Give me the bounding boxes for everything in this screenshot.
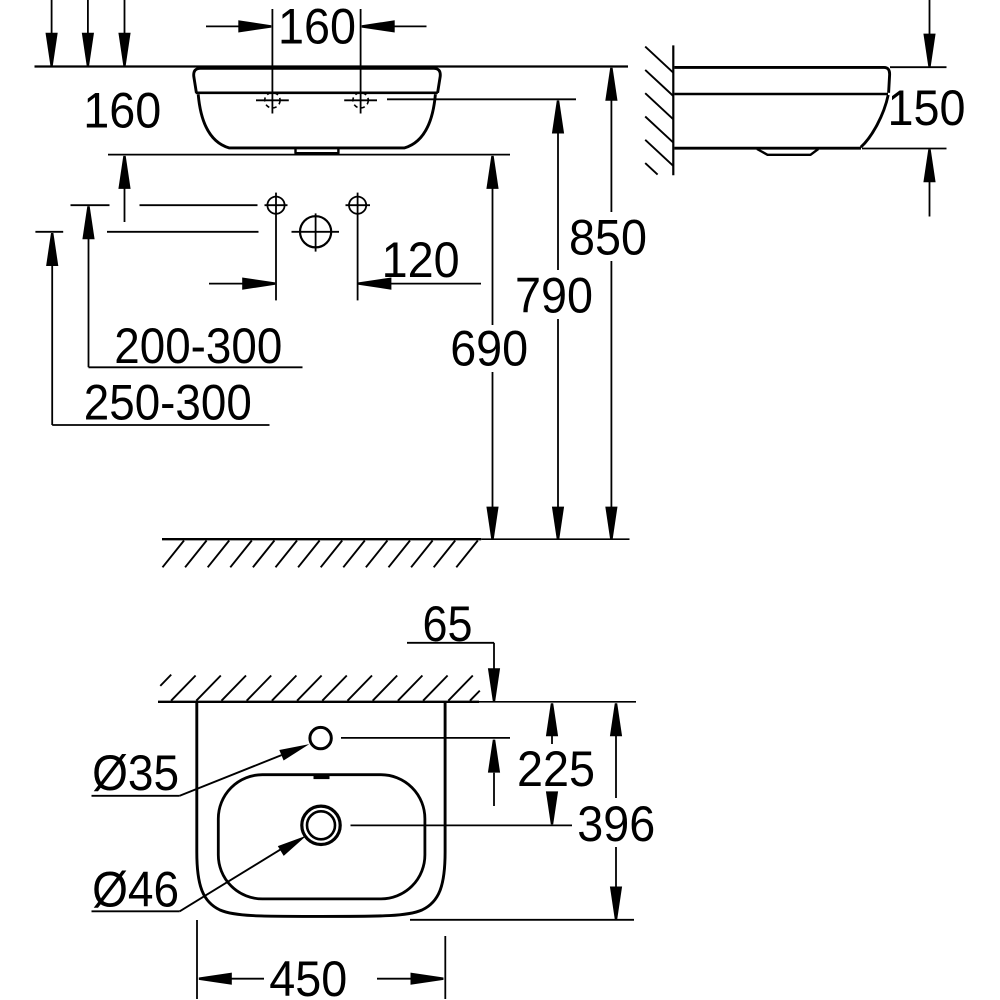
svg-text:200-300: 200-300 — [114, 318, 282, 374]
svg-text:Ø35: Ø35 — [92, 745, 179, 801]
svg-text:160: 160 — [278, 0, 356, 55]
svg-text:790: 790 — [515, 268, 593, 324]
svg-text:160: 160 — [83, 83, 161, 139]
svg-text:250-300: 250-300 — [84, 375, 252, 431]
svg-text:690: 690 — [450, 321, 528, 377]
svg-text:Ø46: Ø46 — [92, 861, 179, 917]
svg-text:396: 396 — [577, 796, 655, 852]
svg-text:150: 150 — [888, 80, 966, 136]
svg-text:225: 225 — [517, 741, 595, 797]
svg-text:450: 450 — [269, 951, 347, 1000]
svg-text:120: 120 — [382, 232, 460, 288]
svg-text:850: 850 — [569, 210, 647, 266]
